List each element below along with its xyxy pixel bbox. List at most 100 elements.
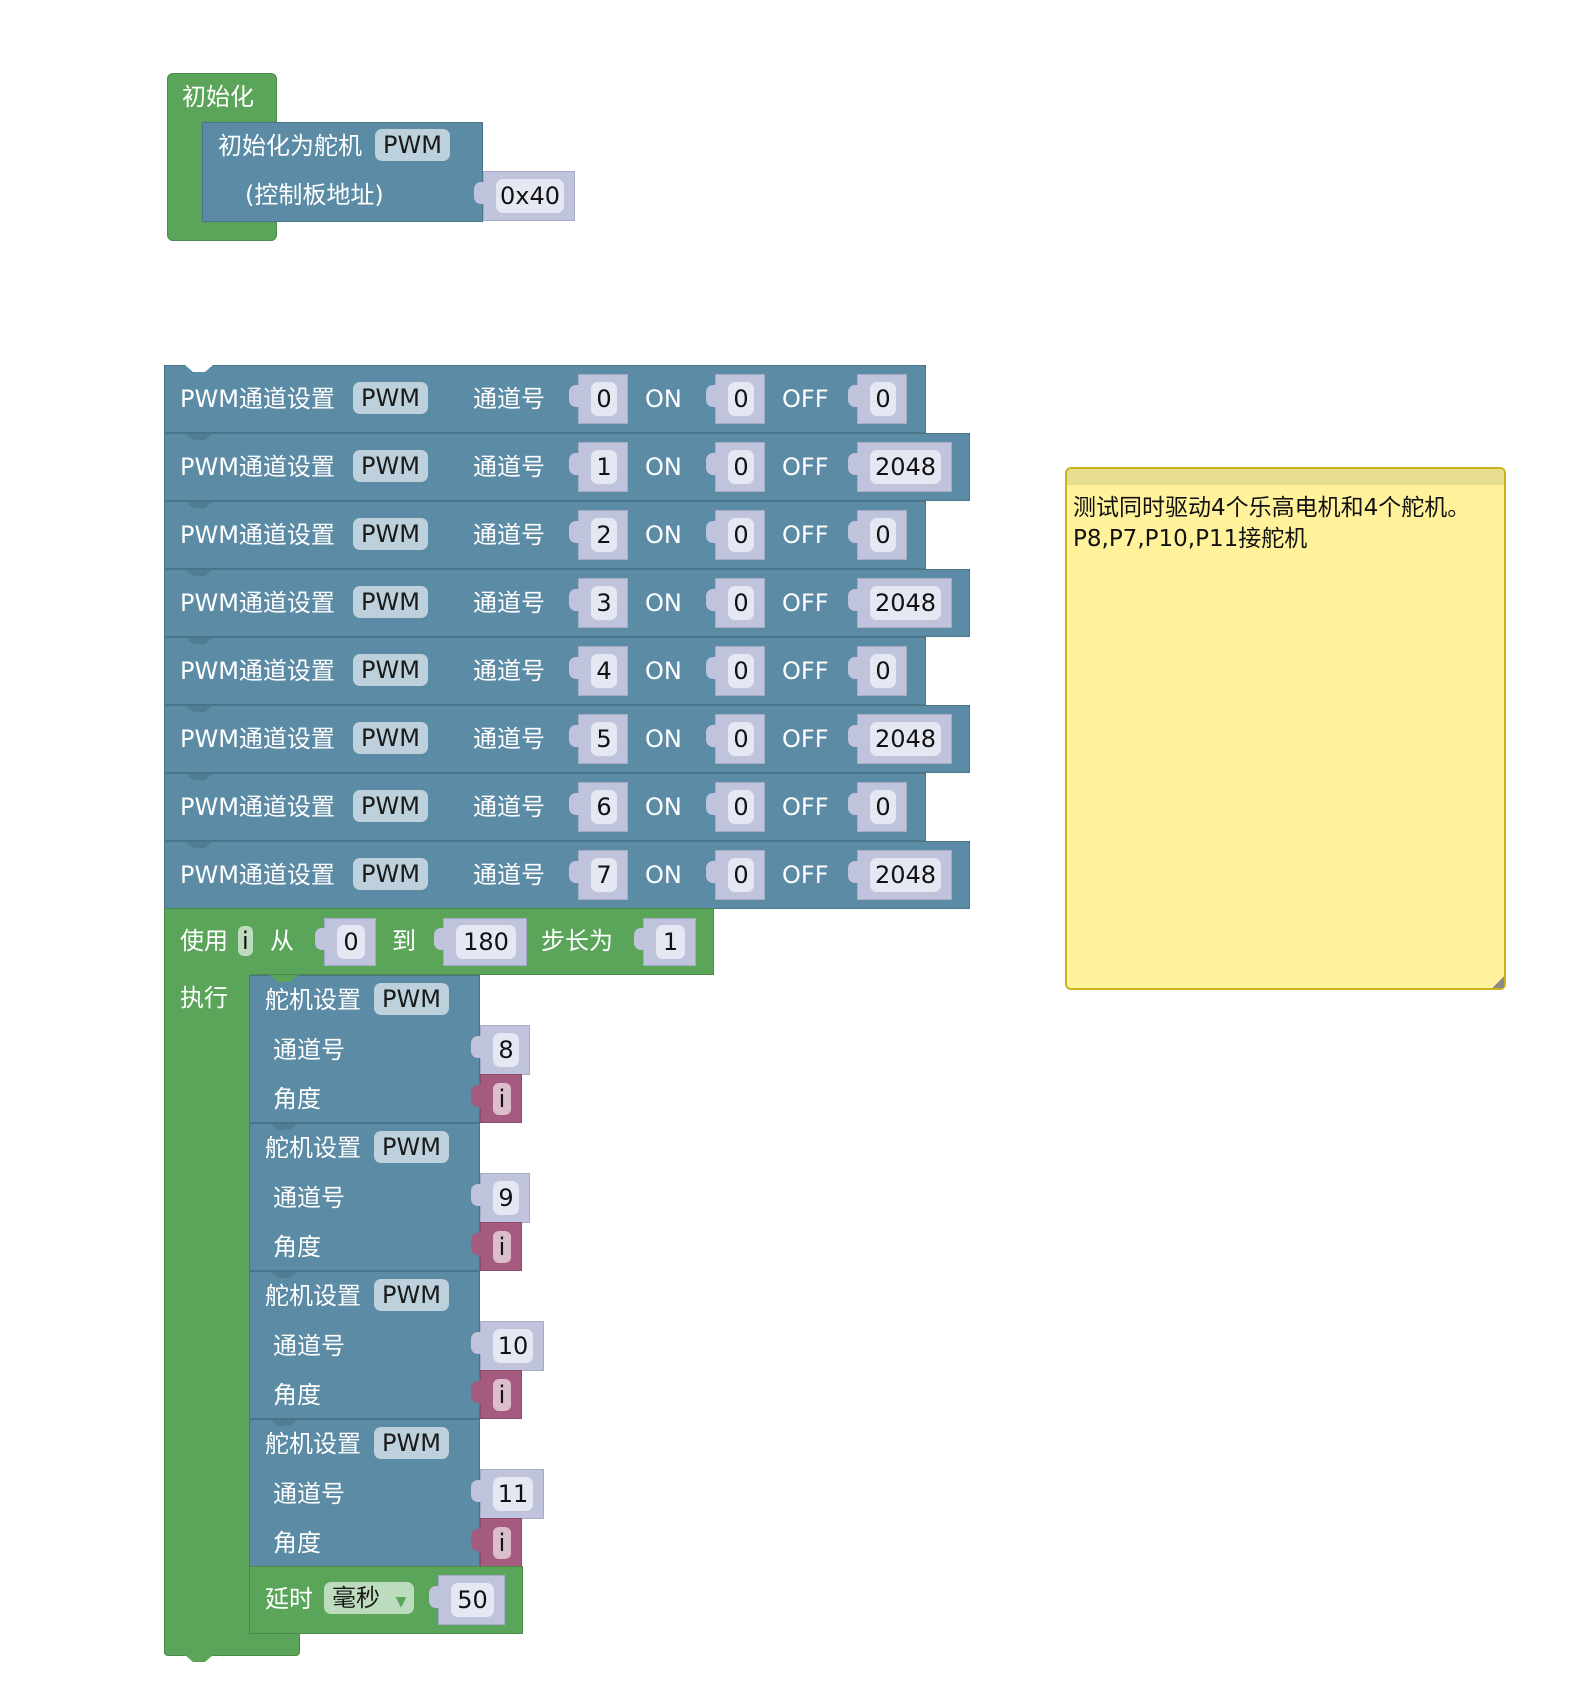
loop-variable[interactable]: i: [238, 926, 253, 956]
loop-to-value[interactable]: 180: [456, 925, 516, 959]
servo-block-dropdown[interactable]: PWM: [374, 1131, 449, 1163]
comment-note[interactable]: 测试同时驱动4个乐高电机和4个舵机。 P8,P7,P10,P11接舵机: [1065, 467, 1506, 990]
angle-variable-block[interactable]: i: [471, 1074, 522, 1123]
channel-value-block[interactable]: 2: [569, 510, 628, 560]
angle-variable-block[interactable]: i: [471, 1222, 522, 1271]
off-value-block[interactable]: 2048: [848, 850, 952, 900]
pwm-channel-block[interactable]: [164, 773, 926, 841]
on-value-block[interactable]: 0: [706, 510, 765, 560]
servo-channel-value[interactable]: 11: [493, 1477, 533, 1511]
pwm-channel-block[interactable]: [164, 433, 970, 501]
off-value[interactable]: 0: [870, 382, 896, 416]
channel-value[interactable]: 6: [591, 790, 617, 824]
loop-step-value[interactable]: 1: [656, 925, 685, 959]
on-value-block[interactable]: 0: [706, 646, 765, 696]
off-value-block[interactable]: 0: [848, 782, 907, 832]
on-value-block[interactable]: 0: [706, 782, 765, 832]
channel-value[interactable]: 5: [591, 722, 617, 756]
off-value-block[interactable]: 2048: [848, 578, 952, 628]
servo-channel-block[interactable]: 10: [471, 1321, 544, 1371]
comment-drag-bar[interactable]: [1067, 469, 1504, 485]
pwm-channel-block[interactable]: [164, 365, 926, 433]
channel-value[interactable]: 0: [591, 382, 617, 416]
pwm-block-dropdown[interactable]: PWM: [353, 586, 428, 618]
channel-value-block[interactable]: 5: [569, 714, 628, 764]
off-value-block[interactable]: 0: [848, 646, 907, 696]
on-value-block[interactable]: 0: [706, 714, 765, 764]
channel-value[interactable]: 1: [591, 450, 617, 484]
angle-variable-block[interactable]: i: [471, 1370, 522, 1419]
on-value-block[interactable]: 0: [706, 374, 765, 424]
loop-from-block[interactable]: 0: [315, 918, 376, 966]
servo-channel-block[interactable]: 9: [471, 1173, 530, 1223]
servo-init-dropdown[interactable]: PWM: [375, 129, 450, 161]
pwm-channel-block[interactable]: [164, 501, 926, 569]
on-value[interactable]: 0: [728, 790, 754, 824]
channel-value-block[interactable]: 7: [569, 850, 628, 900]
off-value[interactable]: 0: [870, 654, 896, 688]
on-value-block[interactable]: 0: [706, 442, 765, 492]
loop-step-block[interactable]: 1: [634, 918, 696, 966]
off-value[interactable]: 0: [870, 518, 896, 552]
on-value[interactable]: 0: [728, 450, 754, 484]
angle-variable[interactable]: i: [493, 1378, 511, 1411]
servo-channel-block[interactable]: 8: [471, 1025, 530, 1075]
channel-value-block[interactable]: 3: [569, 578, 628, 628]
servo-channel-value[interactable]: 10: [493, 1329, 533, 1363]
on-value[interactable]: 0: [728, 382, 754, 416]
pwm-block-dropdown[interactable]: PWM: [353, 790, 428, 822]
resize-handle-icon[interactable]: [1492, 976, 1504, 988]
loop-to-block[interactable]: 180: [434, 918, 527, 966]
off-value[interactable]: 2048: [870, 586, 941, 620]
on-value[interactable]: 0: [728, 858, 754, 892]
pwm-block-dropdown[interactable]: PWM: [353, 518, 428, 550]
channel-value-block[interactable]: 4: [569, 646, 628, 696]
pwm-channel-block[interactable]: [164, 637, 926, 705]
on-value[interactable]: 0: [728, 722, 754, 756]
angle-variable[interactable]: i: [493, 1082, 511, 1115]
pwm-block-dropdown[interactable]: PWM: [353, 654, 428, 686]
comment-text[interactable]: 测试同时驱动4个乐高电机和4个舵机。 P8,P7,P10,P11接舵机: [1073, 495, 1471, 552]
address-value[interactable]: 0x40: [496, 179, 564, 213]
pwm-block-dropdown[interactable]: PWM: [353, 382, 428, 414]
pwm-block-dropdown[interactable]: PWM: [353, 858, 428, 890]
off-value[interactable]: 0: [870, 790, 896, 824]
pwm-channel-block[interactable]: [164, 705, 970, 773]
on-value[interactable]: 0: [728, 654, 754, 688]
channel-value[interactable]: 2: [591, 518, 617, 552]
delay-value-block[interactable]: 50: [429, 1575, 505, 1625]
off-value[interactable]: 2048: [870, 450, 941, 484]
pwm-block-dropdown[interactable]: PWM: [353, 722, 428, 754]
off-value-block[interactable]: 2048: [848, 442, 952, 492]
channel-value[interactable]: 4: [591, 654, 617, 688]
on-value[interactable]: 0: [728, 586, 754, 620]
delay-value[interactable]: 50: [451, 1583, 494, 1617]
address-value-block[interactable]: 0x40: [474, 171, 575, 221]
pwm-block-dropdown[interactable]: PWM: [353, 450, 428, 482]
channel-value-block[interactable]: 6: [569, 782, 628, 832]
servo-block-dropdown[interactable]: PWM: [374, 1279, 449, 1311]
off-value-block[interactable]: 2048: [848, 714, 952, 764]
servo-channel-value[interactable]: 8: [493, 1033, 519, 1067]
channel-value[interactable]: 7: [591, 858, 617, 892]
servo-channel-block[interactable]: 11: [471, 1469, 544, 1519]
channel-value[interactable]: 3: [591, 586, 617, 620]
loop-from-value[interactable]: 0: [337, 925, 365, 959]
pwm-channel-block[interactable]: [164, 569, 970, 637]
delay-unit-dropdown[interactable]: 毫秒 ▼: [324, 1582, 415, 1614]
servo-channel-value[interactable]: 9: [493, 1181, 519, 1215]
servo-block-dropdown[interactable]: PWM: [374, 1427, 449, 1459]
off-value-block[interactable]: 0: [848, 510, 907, 560]
on-value[interactable]: 0: [728, 518, 754, 552]
on-value-block[interactable]: 0: [706, 578, 765, 628]
angle-variable[interactable]: i: [493, 1230, 511, 1263]
channel-value-block[interactable]: 1: [569, 442, 628, 492]
off-value-block[interactable]: 0: [848, 374, 907, 424]
channel-value-block[interactable]: 0: [569, 374, 628, 424]
off-value[interactable]: 2048: [870, 858, 941, 892]
on-value-block[interactable]: 0: [706, 850, 765, 900]
servo-block-dropdown[interactable]: PWM: [374, 983, 449, 1015]
angle-variable-block[interactable]: i: [471, 1518, 522, 1567]
angle-variable[interactable]: i: [493, 1526, 511, 1559]
off-value[interactable]: 2048: [870, 722, 941, 756]
